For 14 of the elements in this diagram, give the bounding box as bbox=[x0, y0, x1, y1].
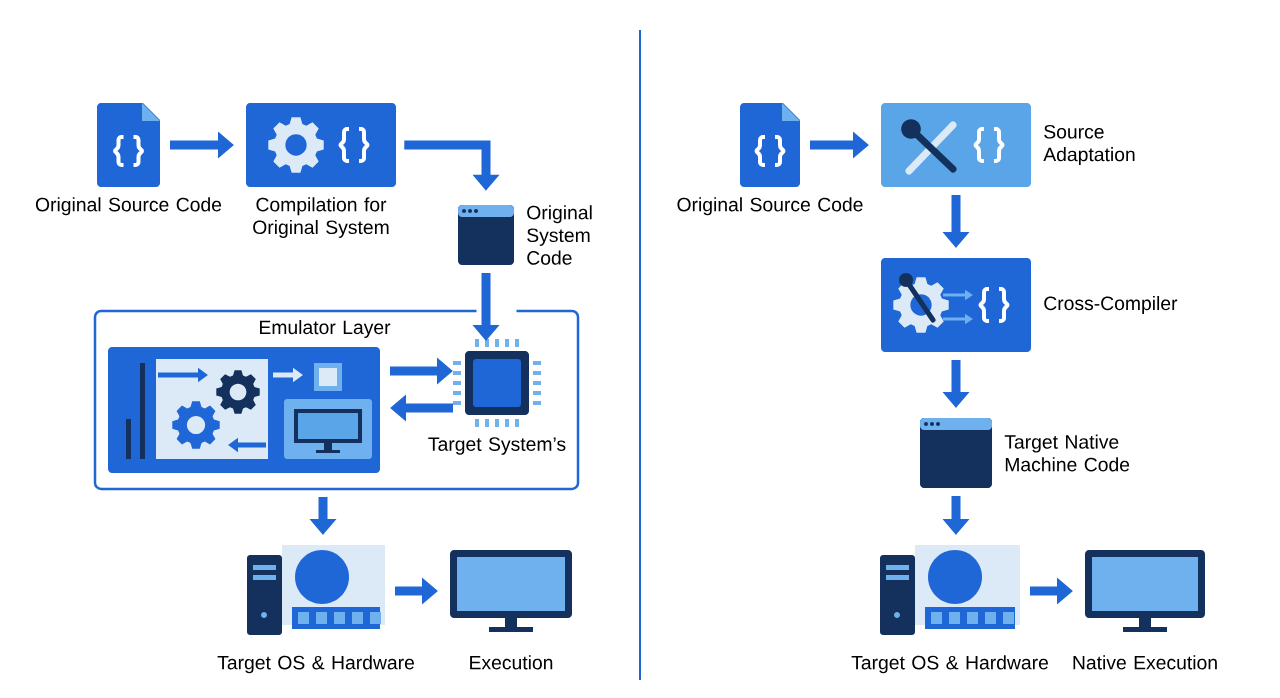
node-label: Original System Code bbox=[527, 205, 592, 265]
emulator-drawing bbox=[108, 347, 380, 473]
node-label: Source Adaptation bbox=[1043, 124, 1135, 166]
node-label: Target OS & Hardware bbox=[851, 655, 1048, 674]
node-label: Compilation for Original System bbox=[253, 197, 389, 238]
node-label: Target OS & Hardware bbox=[217, 655, 414, 674]
node-label: Emulator Layer bbox=[260, 320, 391, 338]
node-label: Original Source Code bbox=[677, 197, 863, 216]
node-label: Execution bbox=[470, 655, 553, 670]
node-label: Cross-Compiler bbox=[1044, 296, 1178, 314]
node-label: Native Execution bbox=[1073, 655, 1217, 670]
node-label: Target System’s bbox=[428, 437, 566, 455]
node-label: Original Source Code bbox=[35, 197, 222, 216]
node-label: Target Native Machine Code bbox=[1004, 434, 1130, 472]
